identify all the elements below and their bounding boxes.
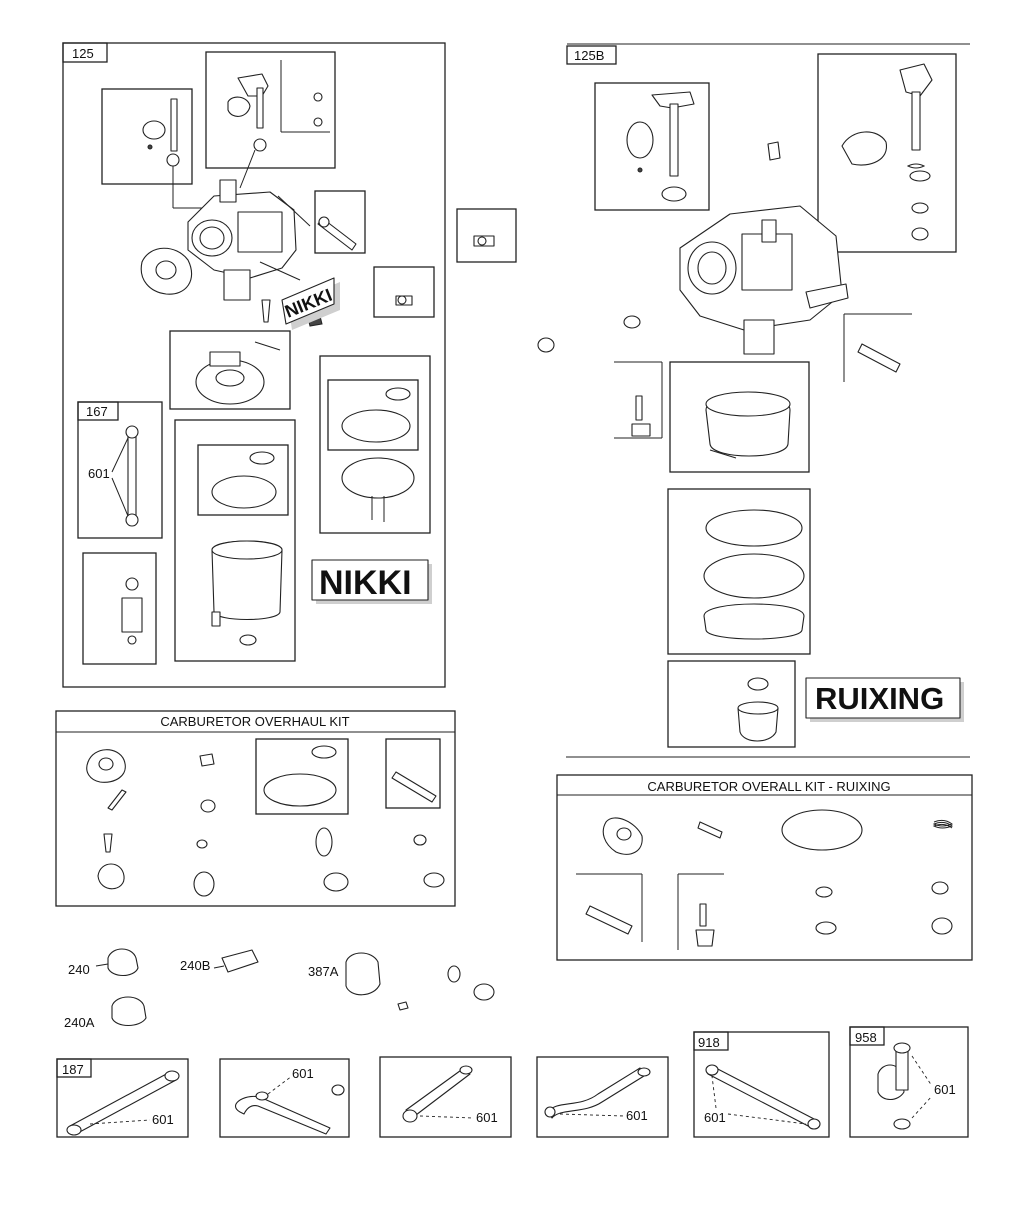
ref-387a: 387A — [308, 964, 339, 979]
fuel-shutoff-240 — [107, 948, 139, 977]
flange-gasket-hole — [155, 260, 177, 280]
figure-label-958: 958 — [855, 1030, 877, 1045]
needle-detail-ruixing — [614, 361, 663, 439]
gasket-set-ruixing — [667, 488, 811, 655]
bowl-fitting-ruixing — [667, 660, 796, 748]
ref-601-918: 601 — [704, 1110, 726, 1125]
figure-label-125: 125 — [72, 46, 94, 61]
group-125b-ruixing: 125B — [537, 43, 970, 758]
ruixing-kit-panel: CARBURETOR OVERALL KIT - RUIXING — [556, 774, 973, 961]
pump-cap — [473, 983, 495, 1001]
hose-box-2: 601 — [219, 1058, 350, 1138]
idle-screw-detail-ruixing — [843, 313, 912, 382]
ref-601-inner: 601 — [88, 466, 110, 481]
pump-washer — [447, 965, 461, 983]
figure-label-187: 187 — [62, 1062, 84, 1077]
ruixing-carburetor-body — [679, 205, 849, 355]
fitting-box-958: 958 601 — [849, 1026, 969, 1138]
nikki-carburetor-body — [187, 179, 311, 301]
ref-601-958: 601 — [934, 1082, 956, 1097]
hose-box-4: 601 — [536, 1056, 669, 1138]
ref-240b: 240B — [180, 958, 210, 973]
float-detail-ruixing — [669, 361, 810, 473]
figure-label-125b: 125B — [574, 48, 604, 63]
loose-fitting-detail — [456, 208, 517, 263]
nikki-big-brand: NIKKI — [319, 564, 412, 602]
fuel-pump-387a — [345, 952, 381, 996]
figure-label-167: 167 — [86, 404, 108, 419]
idle-mixture-screw-detail — [314, 190, 366, 254]
choke-detail-ruixing — [817, 53, 957, 253]
choke-shaft-detail — [205, 51, 336, 189]
small-spring-ruixing — [767, 141, 781, 161]
ref-601-hose4: 601 — [626, 1108, 648, 1123]
fuel-shutoff-240a — [111, 996, 147, 1027]
group-125-nikki: 125 — [62, 42, 446, 688]
ref-601-hose3: 601 — [476, 1110, 498, 1125]
ref-601-hose2: 601 — [292, 1066, 314, 1081]
float-needle — [261, 299, 271, 323]
hose-box-918: 918 601 — [693, 1031, 830, 1138]
fuel-filter-240b — [221, 949, 259, 973]
pump-screw — [397, 1001, 409, 1011]
ref-240a: 240A — [64, 1015, 95, 1030]
ref-240: 240 — [68, 962, 90, 977]
box-167-inner: 167 601 — [77, 401, 163, 539]
ruixing-kit-title: CARBURETOR OVERALL KIT - RUIXING — [647, 779, 890, 794]
hose-box-187: 187 601 — [56, 1058, 189, 1138]
loose-parts: 240 240B 387A 240A — [64, 948, 495, 1030]
throttle-shaft-detail-ruixing — [594, 82, 710, 211]
overhaul-kit-title: CARBURETOR OVERHAUL KIT — [160, 714, 349, 729]
fuel-solenoid-detail — [82, 552, 157, 665]
float-detail — [169, 330, 291, 410]
overhaul-kit-panel: CARBURETOR OVERHAUL KIT — [55, 710, 456, 907]
throttle-shaft-detail — [101, 88, 210, 209]
ruixing-brand: RUIXING — [815, 681, 944, 716]
washer-ruixing-b — [537, 337, 555, 353]
ruixing-tag: RUIXING — [805, 677, 964, 722]
float-bowl-detail — [174, 419, 296, 662]
hose-box-3: 601 — [379, 1056, 512, 1138]
small-parts-detail — [373, 266, 435, 318]
figure-label-918: 918 — [698, 1035, 720, 1050]
diaphragm-detail — [319, 355, 431, 534]
ref-601-hose1: 601 — [152, 1112, 174, 1127]
washer-ruixing-a — [623, 315, 641, 329]
nikki-big-tag: NIKKI — [311, 559, 432, 604]
